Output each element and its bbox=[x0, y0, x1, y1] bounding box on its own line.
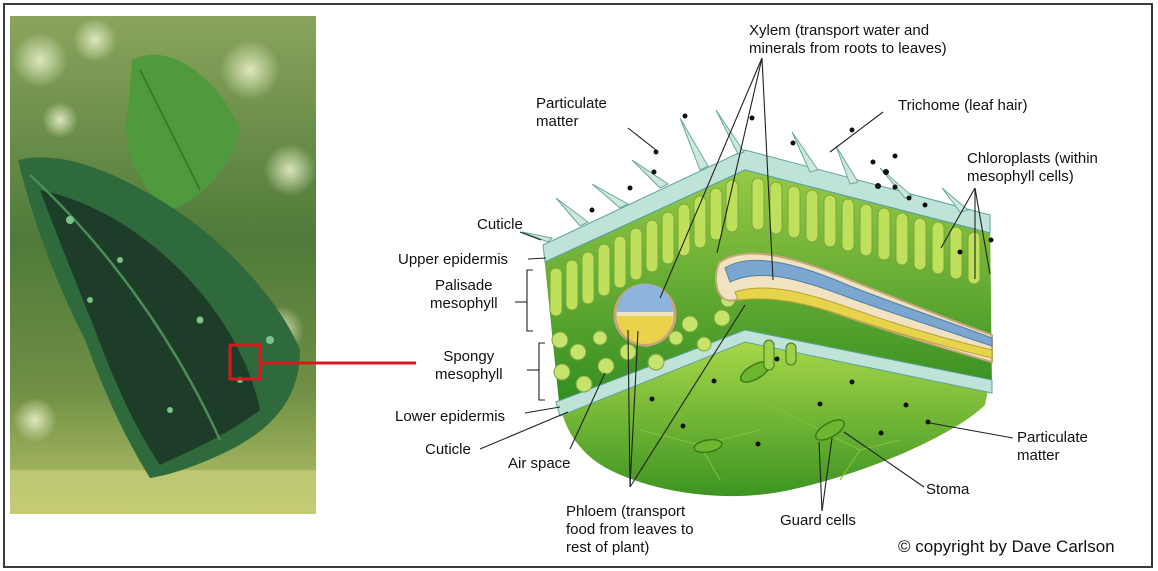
label-air-space: Air space bbox=[508, 455, 571, 473]
label-cuticle-top: Cuticle bbox=[477, 216, 523, 234]
label-upper-epidermis: Upper epidermis bbox=[398, 251, 508, 269]
label-cuticle-bottom: Cuticle bbox=[425, 441, 471, 459]
label-lower-epidermis: Lower epidermis bbox=[395, 408, 505, 426]
leaf-cross-section bbox=[522, 110, 994, 496]
label-xylem: Xylem (transport water and minerals from… bbox=[749, 22, 947, 58]
label-spongy-mesophyll: Spongy mesophyll bbox=[435, 348, 503, 384]
label-stoma: Stoma bbox=[926, 481, 969, 499]
label-chloroplasts: Chloroplasts (within mesophyll cells) bbox=[967, 150, 1098, 186]
label-phloem: Phloem (transport food from leaves to re… bbox=[566, 503, 694, 557]
leaf-photo bbox=[10, 16, 316, 514]
label-guard-cells: Guard cells bbox=[780, 512, 856, 530]
label-trichome: Trichome (leaf hair) bbox=[898, 97, 1027, 115]
copyright-notice: © copyright by Dave Carlson bbox=[898, 537, 1115, 557]
label-particulate-matter-bottom: Particulate matter bbox=[1017, 429, 1088, 465]
label-palisade-mesophyll: Palisade mesophyll bbox=[430, 277, 498, 313]
label-particulate-matter-top: Particulate matter bbox=[536, 95, 607, 131]
